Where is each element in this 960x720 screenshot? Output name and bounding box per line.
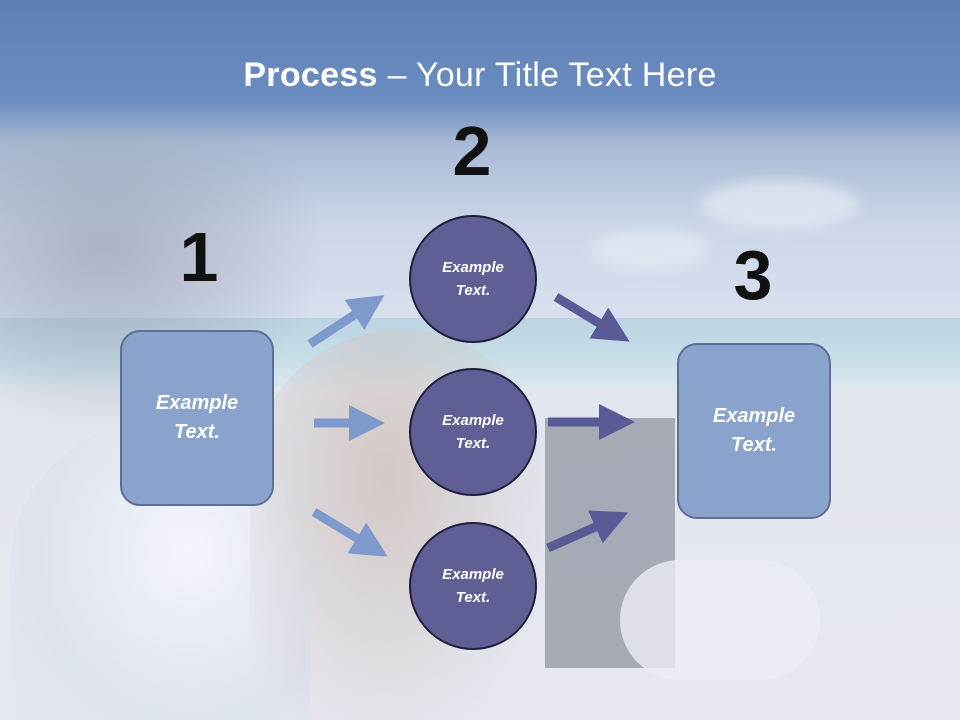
title-rest: – Your Title Text Here [377,56,717,94]
right-box-text: Example Text. [712,405,796,456]
person-legs [620,560,820,680]
circle-2: Example Text. [409,368,537,496]
title-bold: Process [243,56,378,94]
cloud [700,180,860,230]
circle-1-text: Example Text. [442,259,504,299]
step-number-1: 1 [179,218,219,296]
arrow-circle-3-to-right [546,510,629,553]
circle-2-text: Example Text. [442,412,504,452]
arrow-left-to-circle-3 [311,508,388,557]
step-number-2: 2 [452,112,492,190]
cloud [590,230,710,270]
circle-3: Example Text. [409,522,537,650]
arrow-left-to-circle-1 [307,295,385,348]
circle-1: Example Text. [409,215,537,343]
right-box: Example Text. [677,343,831,519]
circle-3-text: Example Text. [442,566,504,606]
left-box: Example Text. [120,330,274,506]
slide-title: Process – Your Title Text Here [0,56,960,95]
left-box-text: Example Text. [155,392,239,443]
arrow-circle-1-to-right [553,293,630,342]
step-number-3: 3 [733,236,773,314]
